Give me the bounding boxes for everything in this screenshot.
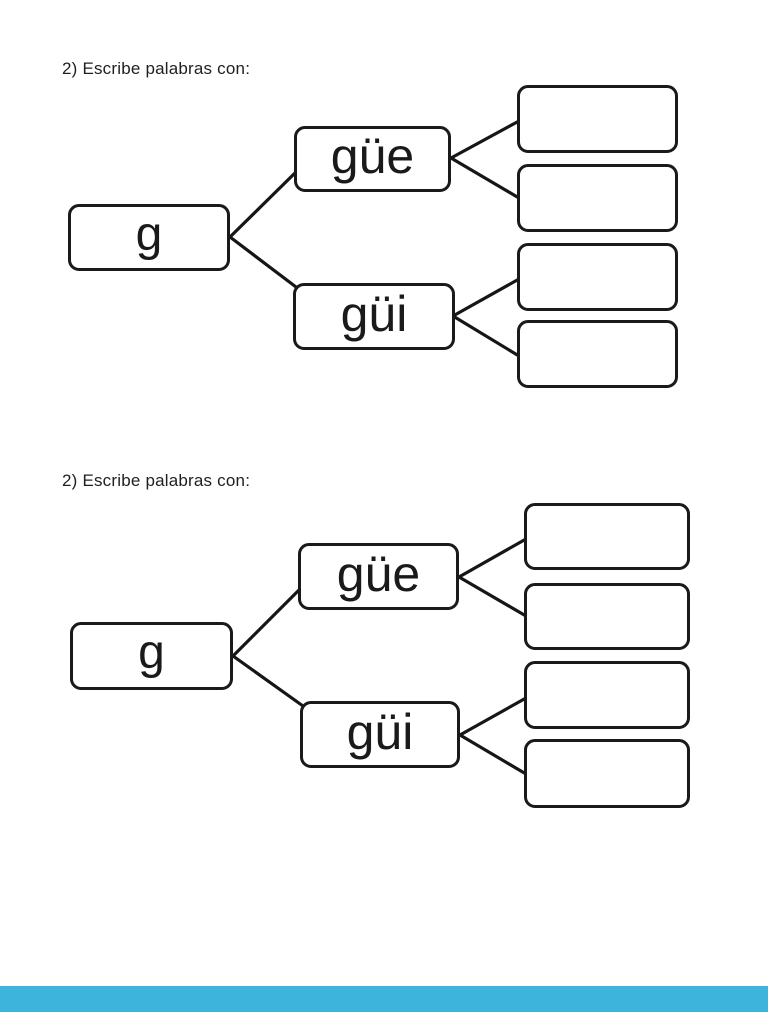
branch-node-gui: güi: [293, 283, 455, 350]
root-node-g: g: [68, 204, 230, 271]
branch-node-gui: güi: [300, 701, 460, 768]
answer-box[interactable]: [524, 583, 690, 650]
answer-box[interactable]: [517, 320, 678, 388]
instruction-text: 2) Escribe palabras con:: [62, 59, 251, 78]
connector-line: [449, 119, 521, 160]
branch-node-label: güe: [330, 128, 415, 184]
connector-line: [458, 733, 528, 776]
connector-line: [231, 654, 305, 708]
connector-line: [458, 696, 528, 737]
answer-box[interactable]: [524, 739, 690, 808]
answer-box[interactable]: [517, 85, 678, 153]
answer-box[interactable]: [517, 243, 678, 311]
root-node-g: g: [70, 622, 233, 690]
connector-line: [457, 537, 528, 579]
connector-line: [451, 277, 521, 318]
answer-box[interactable]: [524, 503, 690, 570]
branch-node-label: güe: [336, 545, 421, 602]
branch-node-label: güi: [340, 285, 408, 342]
connector-line: [457, 575, 528, 618]
branch-node-gue: güe: [294, 126, 451, 192]
branch-node-label: güi: [346, 703, 414, 760]
answer-box[interactable]: [524, 661, 690, 729]
root-node-label: g: [135, 207, 163, 261]
answer-box[interactable]: [517, 164, 678, 232]
connector-line: [451, 314, 521, 358]
connector-line: [228, 235, 298, 289]
branch-node-gue: güe: [298, 543, 459, 610]
connector-line: [228, 170, 298, 239]
page-bottom-bar: [0, 986, 768, 1012]
instruction-text: 2) Escribe palabras con:: [62, 471, 251, 490]
root-node-label: g: [138, 626, 165, 679]
connector-line: [449, 156, 521, 200]
connector-line: [231, 587, 302, 658]
